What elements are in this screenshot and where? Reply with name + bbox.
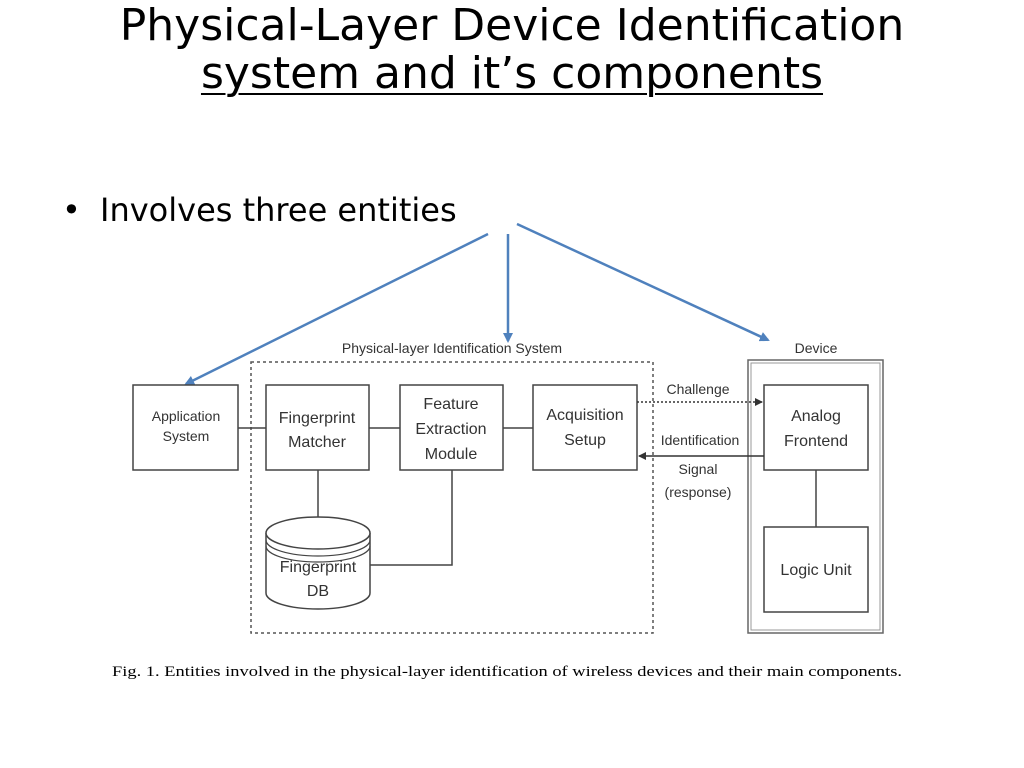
entity-pointer-arrows bbox=[184, 222, 770, 386]
logic-unit-box: Logic Unit bbox=[763, 526, 869, 613]
feature-extraction-module-box: Feature Extraction Module bbox=[399, 384, 504, 471]
arrow-to-device bbox=[516, 222, 770, 342]
fingerprint-matcher-label-2: Matcher bbox=[288, 434, 346, 451]
feature-extraction-label-3: Module bbox=[425, 446, 478, 463]
acquisition-setup-label-2: Setup bbox=[564, 432, 606, 449]
slide-title: Physical-Layer Device Identification sys… bbox=[0, 2, 1024, 98]
analog-frontend-label-1: Analog bbox=[791, 408, 841, 425]
logic-unit-label: Logic Unit bbox=[780, 562, 852, 579]
device-group-label: Device bbox=[795, 340, 838, 356]
identification-signal-label-3: (response) bbox=[665, 484, 732, 500]
identification-signal-label-2: Signal bbox=[679, 461, 718, 477]
fingerprint-db-label-1: Fingerprint bbox=[280, 559, 357, 576]
bullet-item: • Involves three entities bbox=[62, 190, 457, 230]
identification-signal-label-1: Identification bbox=[661, 432, 740, 448]
figure-caption: Fig. 1. Entities involved in the physica… bbox=[112, 664, 902, 680]
fingerprint-matcher-box: Fingerprint Matcher bbox=[265, 384, 370, 471]
application-system-label-2: System bbox=[163, 428, 210, 444]
application-system-label-1: Application bbox=[152, 408, 221, 424]
acquisition-setup-label-1: Acquisition bbox=[546, 407, 623, 424]
acquisition-setup-box: Acquisition Setup bbox=[532, 384, 638, 471]
fingerprint-db-cylinder: Fingerprint DB bbox=[265, 516, 371, 610]
bullet-marker: • bbox=[62, 191, 81, 229]
fingerprint-db-label-2: DB bbox=[307, 583, 329, 600]
feature-extraction-label-2: Extraction bbox=[415, 421, 486, 438]
title-line-2: system and it’s components bbox=[200, 48, 824, 99]
fingerprint-matcher-label-1: Fingerprint bbox=[279, 410, 356, 427]
feature-extraction-label-1: Feature bbox=[423, 396, 478, 413]
system-group-label: Physical-layer Identification System bbox=[342, 340, 562, 356]
analog-frontend-box: Analog Frontend bbox=[763, 384, 869, 471]
identification-system-boundary bbox=[250, 361, 654, 634]
application-system-box: Application System bbox=[132, 384, 239, 471]
title-line-1: Physical-Layer Device Identification bbox=[119, 0, 905, 51]
arrow-to-application-system bbox=[184, 232, 489, 386]
device-boundary bbox=[747, 359, 884, 634]
connectors bbox=[238, 427, 817, 566]
challenge-label: Challenge bbox=[666, 381, 729, 397]
bullet-text: Involves three entities bbox=[100, 191, 457, 229]
connector-extraction-to-db bbox=[370, 470, 453, 566]
device-boundary-inner bbox=[750, 362, 881, 631]
analog-frontend-label-2: Frontend bbox=[784, 433, 848, 450]
